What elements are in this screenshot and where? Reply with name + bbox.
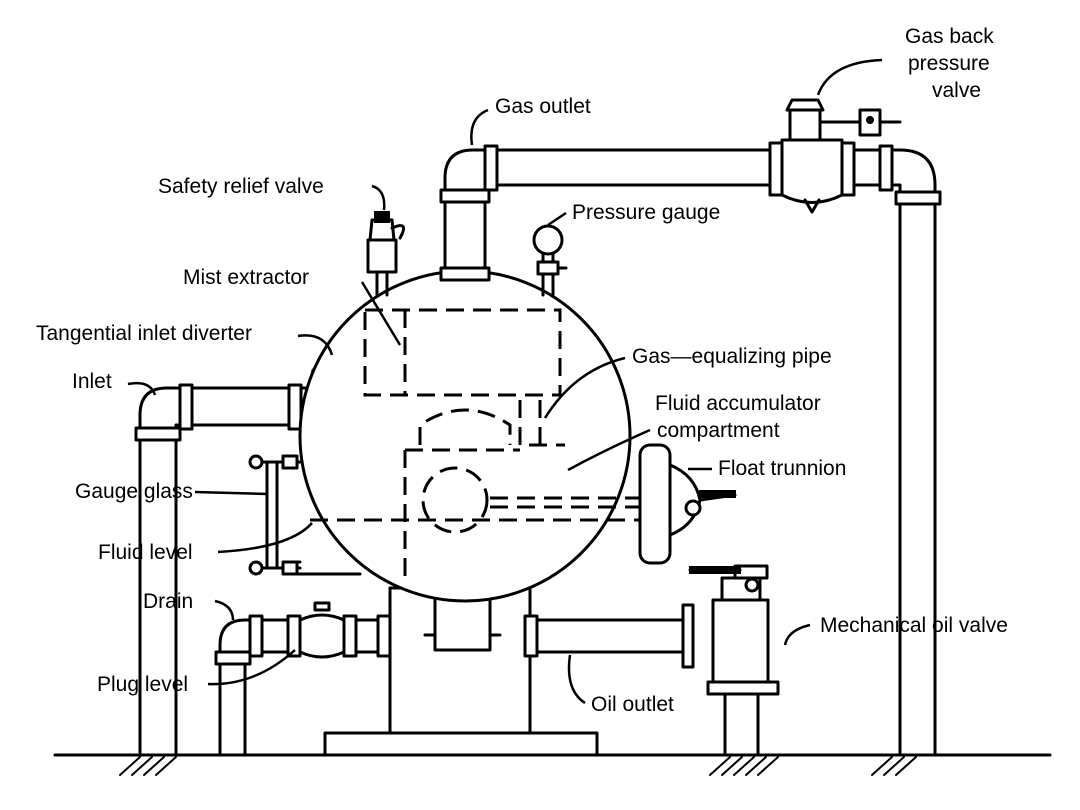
float-trunnion bbox=[638, 443, 737, 565]
vessel-sphere bbox=[298, 269, 632, 603]
label-inlet: Inlet bbox=[72, 370, 112, 393]
label-safety-relief-valve: Safety relief valve bbox=[158, 175, 324, 198]
label-oil-outlet: Oil outlet bbox=[591, 693, 674, 716]
label-gas-back-pressure-valve-3: valve bbox=[932, 79, 981, 102]
label-gas-back-pressure-valve-1: Gas back bbox=[905, 25, 994, 48]
label-float-trunnion: Float trunnion bbox=[718, 457, 846, 480]
label-drain: Drain bbox=[143, 590, 193, 613]
label-mechanical-oil-valve: Mechanical oil valve bbox=[820, 614, 1008, 637]
label-plug-level: Plug level bbox=[97, 673, 188, 696]
label-gas-back-pressure-valve-2: pressure bbox=[908, 52, 990, 75]
label-mist-extractor: Mist extractor bbox=[183, 266, 309, 289]
oil-outlet-pipe bbox=[523, 603, 695, 669]
vessel-internals bbox=[310, 308, 640, 580]
labels: Gas back pressure valve Gas outlet Safet… bbox=[36, 25, 1008, 716]
gauge-glass bbox=[248, 454, 362, 576]
pressure-gauge bbox=[532, 224, 568, 297]
label-fluid-accumulator-1: Fluid accumulator bbox=[655, 392, 821, 415]
gas-back-pressure-valve bbox=[768, 98, 902, 214]
label-pressure-gauge: Pressure gauge bbox=[572, 201, 720, 224]
label-gauge-glass: Gauge glass bbox=[75, 480, 193, 503]
mechanical-oil-valve bbox=[688, 564, 780, 757]
ground bbox=[53, 753, 1052, 776]
label-gas-outlet: Gas outlet bbox=[495, 95, 591, 118]
inlet-pipe bbox=[134, 383, 307, 757]
vessel-base bbox=[323, 586, 599, 757]
label-tangential-inlet-diverter: Tangential inlet diverter bbox=[36, 322, 252, 345]
drain-pipe bbox=[214, 601, 392, 757]
safety-relief-valve bbox=[366, 211, 406, 297]
label-fluid-level: Fluid level bbox=[98, 541, 193, 564]
label-fluid-accumulator-2: compartment bbox=[657, 419, 780, 442]
label-gas-equalizing-pipe: Gas—equalizing pipe bbox=[632, 345, 832, 368]
leader-lines bbox=[127, 58, 883, 705]
